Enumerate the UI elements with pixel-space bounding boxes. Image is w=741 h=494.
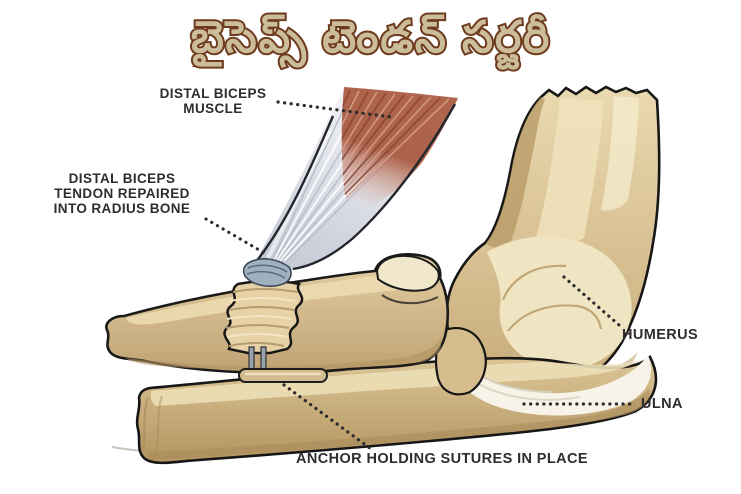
label-distal-biceps-muscle: DISTAL BICEPS MUSCLE <box>150 86 276 116</box>
label-line: DISTAL BICEPS <box>159 86 267 101</box>
leader-line-tendon <box>204 217 268 256</box>
label-tendon-repaired: DISTAL BICEPS TENDON REPAIRED INTO RADIU… <box>36 171 208 216</box>
humerus-bone <box>445 85 661 394</box>
suture-anchor <box>238 346 328 383</box>
label-line: TENDON REPAIRED <box>54 186 190 201</box>
page-title: బైసెప్స్ టెండన్ సర్జరీ <box>191 13 551 70</box>
label-line: INTO RADIUS BONE <box>53 201 191 216</box>
label-line: DISTAL BICEPS <box>68 171 176 186</box>
leader-line-humerus <box>562 275 621 327</box>
label-ulna: ULNA <box>641 396 683 412</box>
biceps-muscle <box>254 87 458 271</box>
label-anchor: ANCHOR HOLDING SUTURES IN PLACE <box>296 451 588 467</box>
label-line: MUSCLE <box>183 101 243 116</box>
trochlea-cartilage <box>434 327 652 416</box>
tendon-graft <box>223 279 304 355</box>
anchor-bar <box>238 368 328 383</box>
ulna-bone <box>111 354 658 465</box>
leader-line-muscle <box>276 100 393 119</box>
label-humerus: HUMERUS <box>622 327 699 343</box>
leader-line-anchor <box>282 383 373 451</box>
tendon-wrap <box>242 258 292 287</box>
